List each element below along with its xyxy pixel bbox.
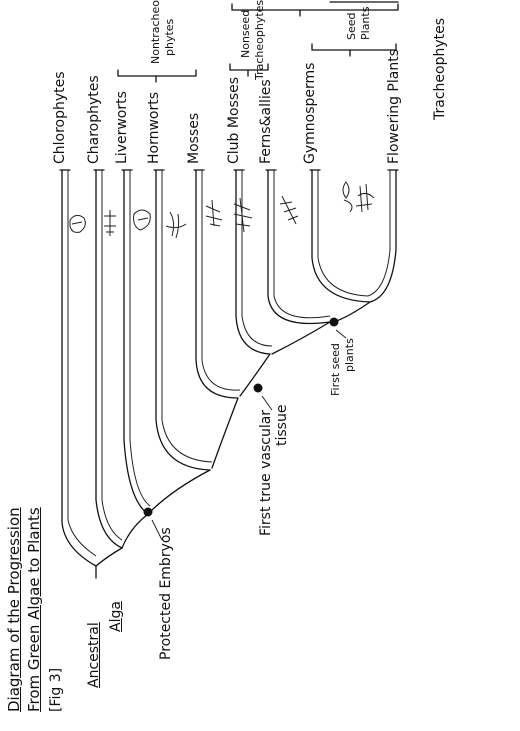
branch-liverworts (121, 169, 149, 549)
taxon-label-gymnosperms: Gymnosperms (302, 62, 318, 164)
taxon-label-club-mosses: Club Mosses (226, 76, 242, 164)
taxon-label-charophytes: Charophytes (86, 75, 102, 164)
taxon-label-ferns-allies: Ferns&allies (258, 79, 274, 164)
group-label-tracheophytes: Tracheophytes (432, 17, 448, 120)
event-label-seed-1: First seed (329, 343, 342, 396)
nonseed-bracket (229, 63, 269, 77)
taxon-label-chlorophytes: Chlorophytes (52, 71, 68, 164)
group-label-nontracheophytes-1: Nontracheo- (149, 0, 162, 64)
branch-gymnosperms (311, 169, 371, 323)
seed-plants-node (329, 317, 339, 327)
liverwort-sketch (133, 209, 151, 231)
event-label-protected-embryos: Protected Embryos (158, 527, 174, 660)
tracheophytes-bracket (231, 1, 399, 17)
alga-label: Alga (108, 601, 124, 632)
fern-sketch (279, 195, 299, 225)
figure-number: [Fig 3] (48, 667, 64, 712)
chlorophyte-sketch (69, 214, 86, 233)
taxon-label-flowering-plants: Flowering Plants (386, 49, 402, 164)
branch-mosses (195, 169, 239, 469)
charophyte-sketch (104, 210, 116, 236)
group-label-seed-plants-1: Seed (345, 12, 358, 41)
diagram-title-line2: From Green Algae to Plants (25, 507, 43, 712)
group-label-nontracheophytes-2: phytes (163, 18, 176, 56)
branch-hornworts (149, 169, 211, 513)
protected-embryos-node (143, 507, 153, 517)
group-label-nonseed-1: Nonseed (239, 9, 252, 58)
group-label-seed-plants-2: Plants (359, 6, 372, 40)
branch-club-mosses (235, 169, 271, 397)
branch-charophytes (95, 169, 123, 567)
event-label-vascular-2: tissue (274, 404, 290, 446)
group-label-nonseed-2: Tracheophytes (253, 0, 266, 80)
branch-ferns (267, 169, 331, 355)
taxon-label-hornworts: Hornworts (146, 91, 162, 164)
club-moss-sketch (233, 197, 253, 233)
nontracheophytes-bracket (117, 69, 197, 83)
event-label-seed-2: plants (343, 338, 356, 372)
hornwort-sketch (165, 211, 187, 239)
branch-flowering-plants (369, 169, 397, 303)
gymnosperm-sketch (342, 181, 353, 213)
ancestral-label: Ancestral (86, 622, 102, 688)
moss-sketch (205, 199, 223, 227)
vascular-tissue-node (253, 383, 263, 393)
diagram-title-line1: Diagram of the Progression (5, 507, 23, 712)
seed-plants-bracket (311, 43, 397, 57)
taxon-label-liverworts: Liverworts (114, 91, 130, 164)
branch-chlorophytes (61, 169, 97, 567)
taxon-label-mosses: Mosses (186, 112, 202, 164)
flowering-plant-sketch (355, 183, 375, 213)
event-label-vascular-1: First true vascular (258, 409, 274, 536)
